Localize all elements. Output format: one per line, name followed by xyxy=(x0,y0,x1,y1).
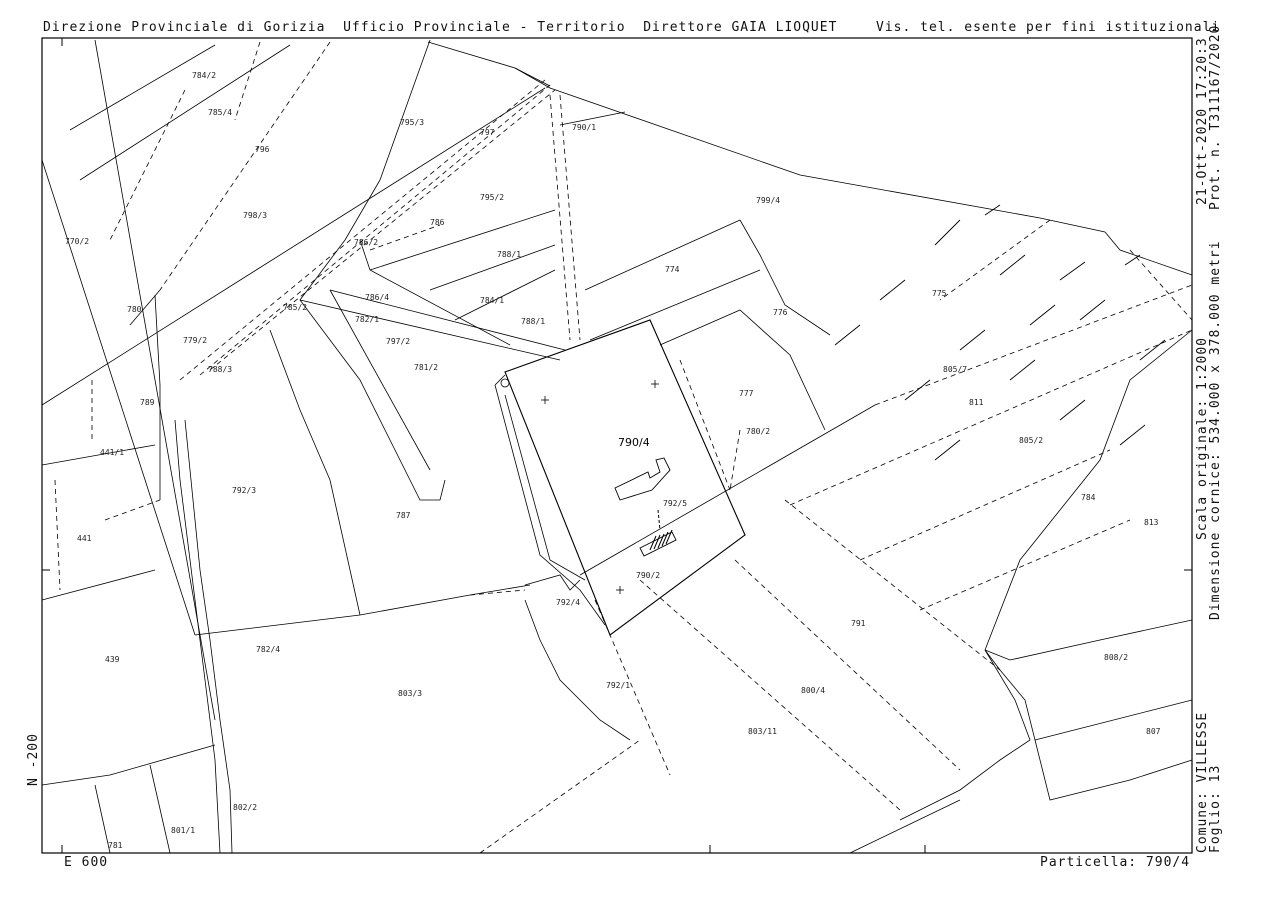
dashed-boundaries xyxy=(54,41,1193,854)
parcel-labels: 784/2 785/4 795/3 796 797 798/3 795/2 78… xyxy=(65,71,1161,850)
parcel-label: 796 xyxy=(255,145,270,154)
parcel-label: 795/2 xyxy=(480,193,504,202)
parcel-label: 780/2 xyxy=(746,427,770,436)
parcel-label: 805/2 xyxy=(1019,436,1043,445)
parcel-label: 797 xyxy=(480,128,495,137)
parcel-label: 786/2 xyxy=(354,238,378,247)
parcel-label: 803/3 xyxy=(398,689,422,698)
parcel-label: 795/3 xyxy=(400,118,424,127)
parcel-label: 775 xyxy=(932,289,947,298)
parcel-boundaries xyxy=(41,39,1193,854)
parcel-label: 776 xyxy=(773,308,788,317)
parcel-label: 813 xyxy=(1144,518,1159,527)
survey-markers xyxy=(541,380,659,594)
parcel-label: 785/4 xyxy=(208,108,232,117)
parcel-label: 792/3 xyxy=(232,486,256,495)
parcel-label: 786/4 xyxy=(365,293,389,302)
particella-label: Particella: 790/4 xyxy=(1040,855,1191,870)
parcel-label: 784/2 xyxy=(192,71,216,80)
parcel-label: 788/3 xyxy=(208,365,232,374)
parcel-label: 787 xyxy=(396,511,411,520)
parcel-label: 792/4 xyxy=(556,598,580,607)
parcel-label: 790/2 xyxy=(636,571,660,580)
parcel-label: 780 xyxy=(127,305,142,314)
parcel-label: 797/2 xyxy=(386,337,410,346)
parcel-label: 811 xyxy=(969,398,984,407)
parcel-label: 782/4 xyxy=(256,645,280,654)
parcel-label: 803/11 xyxy=(748,727,777,736)
parcel-label: 781/2 xyxy=(414,363,438,372)
parcel-label: 788/1 xyxy=(521,317,545,326)
parcel-label: 441/1 xyxy=(100,448,124,457)
parcel-label: 785/2 xyxy=(283,303,307,312)
parcel-label: 788/1 xyxy=(497,250,521,259)
parcel-label: 774 xyxy=(665,265,680,274)
fence-hatching xyxy=(834,204,1166,461)
parcel-label: 792/5 xyxy=(663,499,687,508)
parcel-label: 807 xyxy=(1146,727,1161,736)
frame-ticks xyxy=(42,38,1192,853)
building-leader xyxy=(657,509,661,531)
parcel-label: 792/1 xyxy=(606,681,630,690)
building-hatch xyxy=(649,529,673,551)
parcel-label: 770/2 xyxy=(65,237,89,246)
map-frame xyxy=(41,37,1193,854)
parcel-label: 802/2 xyxy=(233,803,257,812)
parcel-label: 781 xyxy=(108,841,123,850)
parcel-label: 777 xyxy=(739,389,754,398)
parcel-label: 441 xyxy=(77,534,92,543)
east-coordinate: E 600 xyxy=(64,855,109,870)
parcel-label: 790/1 xyxy=(572,123,596,132)
header-exempt-note: Vis. tel. esente per fini istituzionali xyxy=(876,20,1221,35)
parcel-label: 798/3 xyxy=(243,211,267,220)
parcel-label: 791 xyxy=(851,619,866,628)
parcel-label: 784/1 xyxy=(480,296,504,305)
building-outline xyxy=(614,457,677,557)
parcel-label: 801/1 xyxy=(171,826,195,835)
parcel-label: 808/2 xyxy=(1104,653,1128,662)
parcel-label: 439 xyxy=(105,655,120,664)
main-parcel-label: 790/4 xyxy=(618,436,650,449)
parcel-label: 805/7 xyxy=(943,365,967,374)
parcel-label: 779/2 xyxy=(183,336,207,345)
parcel-label: 799/4 xyxy=(756,196,780,205)
parcel-label: 786 xyxy=(430,218,445,227)
header-office: Direzione Provinciale di Gorizia Ufficio… xyxy=(43,20,838,35)
parcel-label: 782/1 xyxy=(355,315,379,324)
parcel-label: 784 xyxy=(1081,493,1096,502)
parcel-label: 800/4 xyxy=(801,686,825,695)
parcel-label: 789 xyxy=(140,398,155,407)
